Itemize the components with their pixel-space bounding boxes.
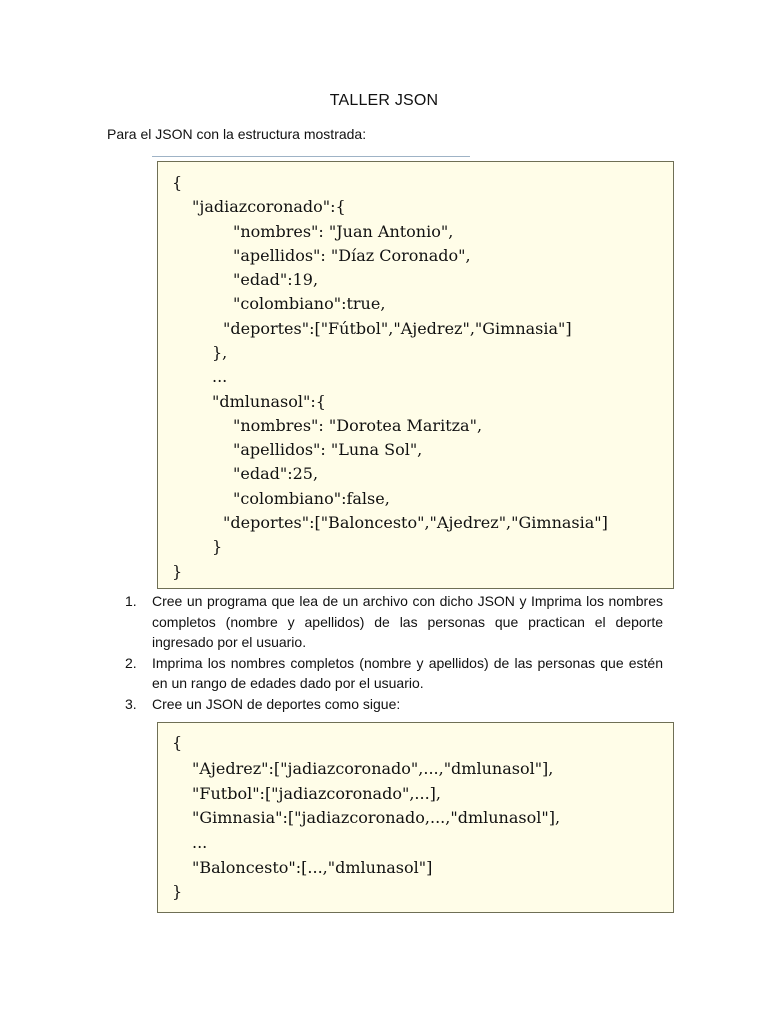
code-line: "colombiano":false, [233, 489, 390, 508]
code-line: "edad":19, [233, 270, 319, 289]
divider-line [152, 156, 470, 157]
code-line: "apellidos": "Luna Sol", [233, 440, 423, 459]
code-line: "Ajedrez":["jadiazcoronado",...,"dmlunas… [192, 759, 554, 778]
code-line: "nombres": "Juan Antonio", [233, 222, 454, 241]
task-item: 2. Imprima los nombres completos (nombre… [125, 653, 663, 694]
json-structure-code-block: { "jadiazcoronado":{ "nombres": "Juan An… [157, 161, 674, 589]
code-line: "jadiazcoronado":{ [192, 197, 346, 216]
code-line: "edad":25, [233, 464, 319, 483]
task-number: 2. [125, 654, 137, 671]
code-line: "Baloncesto":[...,"dmlunasol"] [192, 858, 433, 877]
task-text: Cree un programa que lea de un archivo c… [152, 593, 663, 650]
code-line: "deportes":["Baloncesto","Ajedrez","Gimn… [223, 513, 608, 532]
code-line: } [212, 537, 223, 556]
code-line: { [172, 733, 183, 752]
code-line: "dmlunasol":{ [212, 392, 326, 411]
task-text: Cree un JSON de deportes como sigue: [152, 695, 401, 712]
task-text: Imprima los nombres completos (nombre y … [152, 654, 663, 692]
task-number: 3. [125, 695, 137, 712]
code-line: { [172, 173, 183, 192]
task-number: 1. [125, 593, 137, 609]
task-list: 1. Cree un programa que lea de un archiv… [125, 591, 663, 714]
code-line: }, [212, 343, 228, 362]
task-item: 1. Cree un programa que lea de un archiv… [125, 591, 663, 653]
code-line: "Gimnasia":["jadiazcoronado,...,"dmlunas… [192, 808, 561, 827]
code-line: "deportes":["Fútbol","Ajedrez","Gimnasia… [223, 319, 572, 338]
sports-json-code-block: { "Ajedrez":["jadiazcoronado",...,"dmlun… [157, 722, 674, 913]
document-title: TALLER JSON [329, 92, 439, 109]
code-line: "colombiano":true, [233, 294, 386, 313]
code-line: } [172, 562, 183, 581]
task-item: 3. Cree un JSON de deportes como sigue: [125, 694, 663, 715]
code-line: ... [212, 367, 228, 386]
intro-text: Para el JSON con la estructura mostrada: [107, 126, 367, 142]
code-line: "nombres": "Dorotea Maritza", [233, 416, 483, 435]
code-line: "Futbol":["jadiazcoronado",...], [192, 784, 441, 803]
code-line: ... [192, 833, 208, 852]
code-line: "apellidos": "Díaz Coronado", [233, 246, 471, 265]
code-line: } [172, 882, 183, 901]
